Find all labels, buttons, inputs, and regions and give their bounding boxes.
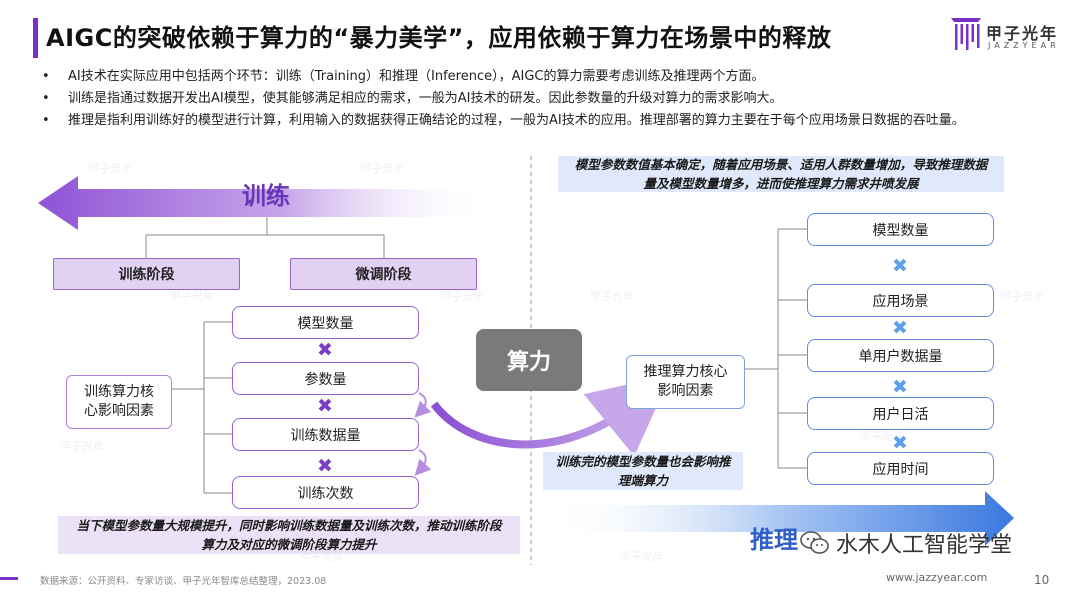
- multiply-icon: ✖: [892, 317, 908, 339]
- inference-factor-box: 推理算力核心影响因素: [626, 355, 745, 409]
- wechat-watermark: 水木人工智能学堂: [800, 527, 1012, 559]
- svg-text:甲子光年: 甲子光年: [170, 289, 214, 303]
- wechat-account-name: 水木人工智能学堂: [836, 533, 1013, 558]
- bullet-item: AI技术在实际应用中包括两个环节：训练（Training）和推理（Inferen…: [42, 66, 1052, 88]
- wechat-icon: [800, 531, 829, 554]
- svg-text:甲子光年: 甲子光年: [860, 429, 904, 443]
- inference-item-dau: 用户日活: [807, 397, 994, 430]
- multiply-icon: ✖: [892, 255, 908, 277]
- page-number: 10: [1034, 573, 1050, 587]
- multiply-icon: ✖: [317, 455, 333, 477]
- svg-text:甲子光年: 甲子光年: [1000, 289, 1044, 303]
- inference-item-model-count: 模型数量: [807, 213, 994, 246]
- bullet-item: 训练是指通过数据开发出AI模型，使其能够满足相应的需求，一般为AI技术的研发。因…: [42, 88, 1052, 110]
- inference-item-scenario: 应用场景: [807, 284, 994, 317]
- logo-name-cn: 甲子光年: [986, 24, 1059, 43]
- multiply-icon: ✖: [892, 376, 908, 398]
- multiply-icon: ✖: [317, 339, 333, 361]
- svg-text:甲子光年: 甲子光年: [88, 161, 132, 175]
- logo-name-en: JAZZYEAR: [988, 41, 1060, 50]
- inference-top-note: 模型参数数值基本确定，随着应用场景、适用人群数量增加，导致推理数据量及模型数量增…: [558, 156, 1004, 192]
- svg-text:甲子光年: 甲子光年: [360, 161, 404, 175]
- multiply-icon: ✖: [317, 395, 333, 417]
- bullet-list: AI技术在实际应用中包括两个环节：训练（Training）和推理（Inferen…: [42, 66, 1052, 132]
- svg-text:甲子光年: 甲子光年: [60, 439, 104, 453]
- training-arrow: [38, 176, 490, 230]
- multiply-icon: ✖: [892, 432, 908, 454]
- training-item-iterations: 训练次数: [232, 476, 419, 509]
- training-factor-box: 训练算力核心影响因素: [66, 375, 172, 429]
- training-item-model-count: 模型数量: [232, 306, 419, 339]
- training-item-data-volume: 训练数据量: [232, 418, 419, 451]
- training-note: 当下模型参数量大规模提升，同时影响训练数据量及训练次数，推动训练阶段算力及对应的…: [58, 516, 520, 554]
- inference-arrow: [545, 491, 1014, 546]
- jazzyear-logo-icon: [951, 18, 981, 50]
- inference-item-usage-time: 应用时间: [807, 452, 994, 485]
- page-title: AIGC的突破依赖于算力的“暴力美学”，应用依赖于算力在场景中的释放: [46, 24, 832, 52]
- footer-url[interactable]: www.jazzyear.com: [886, 571, 988, 584]
- training-arrow-label: 训练: [242, 182, 290, 210]
- svg-text:甲子光年: 甲子光年: [620, 549, 664, 563]
- footer-source: 数据来源：公开资料、专家访谈、甲子光年智库总结整理，2023.08: [40, 576, 327, 587]
- svg-text:甲子光年: 甲子光年: [590, 289, 634, 303]
- inference-item-user-data: 单用户数据量: [807, 339, 994, 372]
- finetune-stage: 微调阶段: [290, 258, 477, 290]
- inference-arrow-label: 推理: [750, 526, 798, 554]
- training-item-params: 参数量: [232, 362, 419, 395]
- footer-accent: [0, 577, 18, 580]
- title-accent-bar: [33, 18, 38, 58]
- training-stage: 训练阶段: [53, 258, 240, 290]
- svg-text:甲子光年: 甲子光年: [440, 289, 484, 303]
- link-note: 训练完的模型参数量也会影响推理端算力: [543, 452, 743, 490]
- bullet-item: 推理是指利用训练好的模型进行计算，利用输入的数据获得正确结论的过程，一般为AI技…: [42, 110, 1052, 132]
- compute-power-box: 算力: [476, 329, 582, 391]
